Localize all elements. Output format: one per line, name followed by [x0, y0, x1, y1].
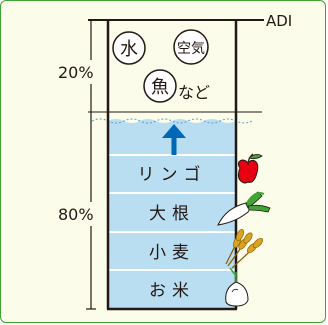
rice-icon: [225, 267, 249, 307]
daikon-icon: [217, 191, 271, 226]
tier-daikon: 大根: [149, 204, 195, 224]
adi-label: ADI: [266, 12, 292, 30]
tier-apple: リンゴ: [138, 164, 207, 185]
tier-dividers: [108, 154, 236, 271]
air-badge: 空気: [173, 29, 209, 65]
tier-wheat: 小麦: [149, 243, 195, 263]
up-arrow-icon: [162, 124, 186, 155]
liquid-fill: [108, 119, 236, 308]
svg-text:空気: 空気: [177, 41, 205, 57]
percent-top: 20%: [58, 63, 94, 82]
tier-rice: お米: [149, 281, 195, 301]
liquid-surface: [91, 118, 253, 124]
apple-icon: [237, 153, 263, 184]
percent-bottom: 80%: [58, 205, 94, 224]
svg-text:魚: 魚: [151, 77, 169, 98]
wheat-icon: [225, 229, 264, 269]
fish-badge: 魚: [143, 69, 177, 103]
svg-text:水: 水: [120, 39, 138, 60]
etc-label: など: [178, 83, 210, 102]
water-badge: 水: [112, 31, 146, 65]
